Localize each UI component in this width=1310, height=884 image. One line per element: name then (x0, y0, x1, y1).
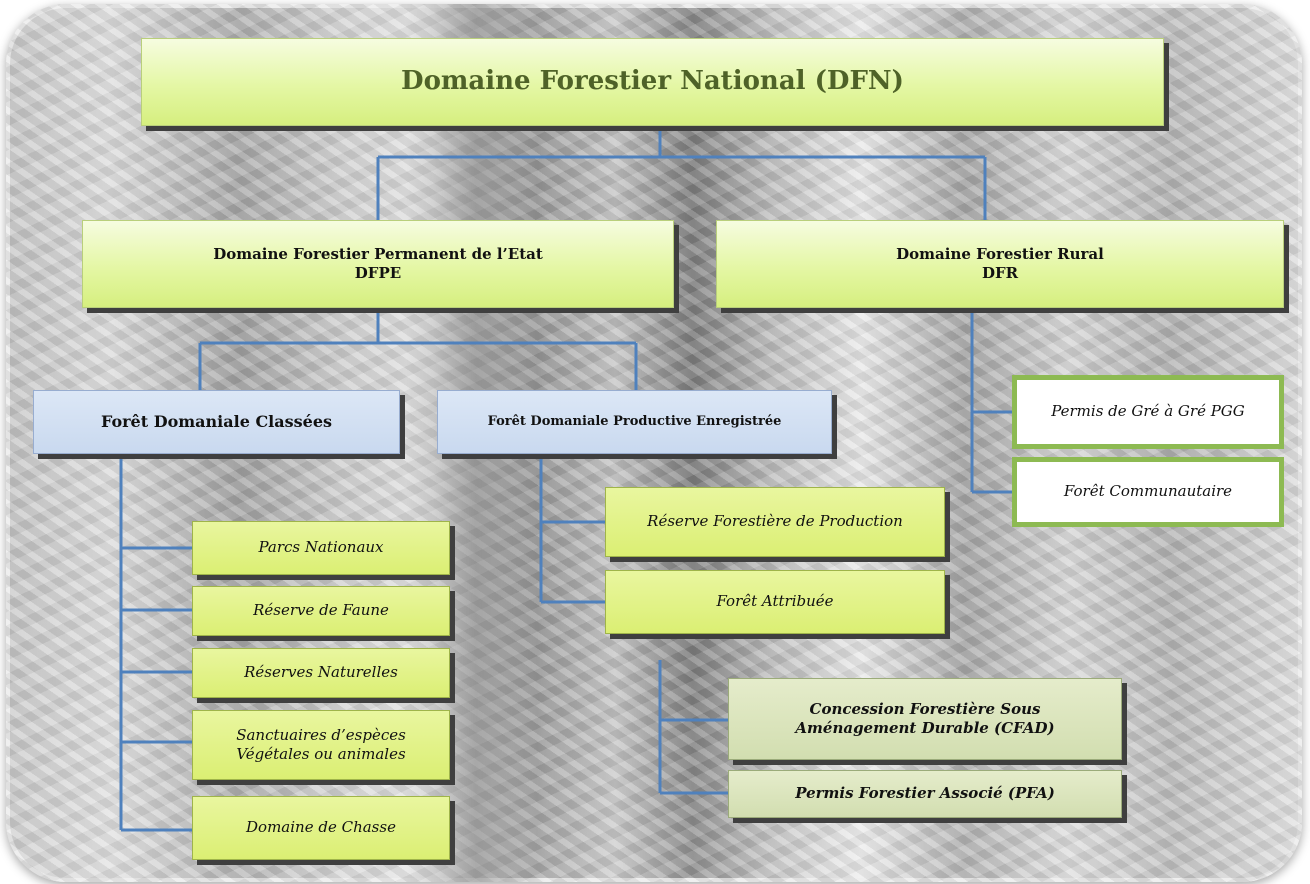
reserve-production-label: Réserve Forestière de Production (647, 512, 903, 531)
pfa-node: Permis Forestier Associé (PFA) (728, 770, 1122, 818)
root-node-label: Domaine Forestier National (DFN) (401, 66, 904, 97)
classees-node: Forêt Domaniale Classées (33, 390, 400, 454)
communautaire-label: Forêt Communautaire (1063, 482, 1233, 501)
classees-node-label: Forêt Domaniale Classées (100, 411, 333, 431)
reserve-production-node: Réserve Forestière de Production (605, 487, 945, 557)
root-node: Domaine Forestier National (DFN) (141, 38, 1164, 126)
sanctuaires-label: Sanctuaires d’espèces Végétales ou anima… (236, 725, 406, 764)
foret-attribuee-node: Forêt Attribuée (605, 570, 945, 634)
reserve-faune-label: Réserve de Faune (253, 601, 389, 620)
reserves-naturelles-node: Réserves Naturelles (192, 648, 450, 698)
reserve-faune-node: Réserve de Faune (192, 586, 450, 636)
dfpe-node: Domaine Forestier Permanent de l’Etat DF… (82, 220, 674, 308)
productive-node-label: Forêt Domaniale Productive Enregistrée (487, 413, 782, 429)
domaine-chasse-node: Domaine de Chasse (192, 796, 450, 860)
pgg-label: Permis de Gré à Gré PGG (1051, 402, 1245, 421)
pfa-label: Permis Forestier Associé (PFA) (795, 784, 1055, 803)
productive-node: Forêt Domaniale Productive Enregistrée (437, 390, 832, 454)
cfad-node: Concession Forestière Sous Aménagement D… (728, 678, 1122, 760)
sanctuaires-node: Sanctuaires d’espèces Végétales ou anima… (192, 710, 450, 780)
parcs-nationaux-node: Parcs Nationaux (192, 521, 450, 575)
dfr-node: Domaine Forestier Rural DFR (716, 220, 1284, 308)
parcs-nationaux-label: Parcs Nationaux (258, 538, 384, 557)
communautaire-node: Forêt Communautaire (1012, 457, 1284, 527)
domaine-chasse-label: Domaine de Chasse (246, 818, 396, 837)
pgg-node: Permis de Gré à Gré PGG (1012, 375, 1284, 449)
dfpe-node-label: Domaine Forestier Permanent de l’Etat DF… (213, 244, 543, 283)
cfad-label: Concession Forestière Sous Aménagement D… (795, 699, 1055, 738)
foret-attribuee-label: Forêt Attribuée (716, 592, 834, 611)
dfr-node-label: Domaine Forestier Rural DFR (896, 244, 1104, 283)
reserves-naturelles-label: Réserves Naturelles (244, 663, 398, 682)
